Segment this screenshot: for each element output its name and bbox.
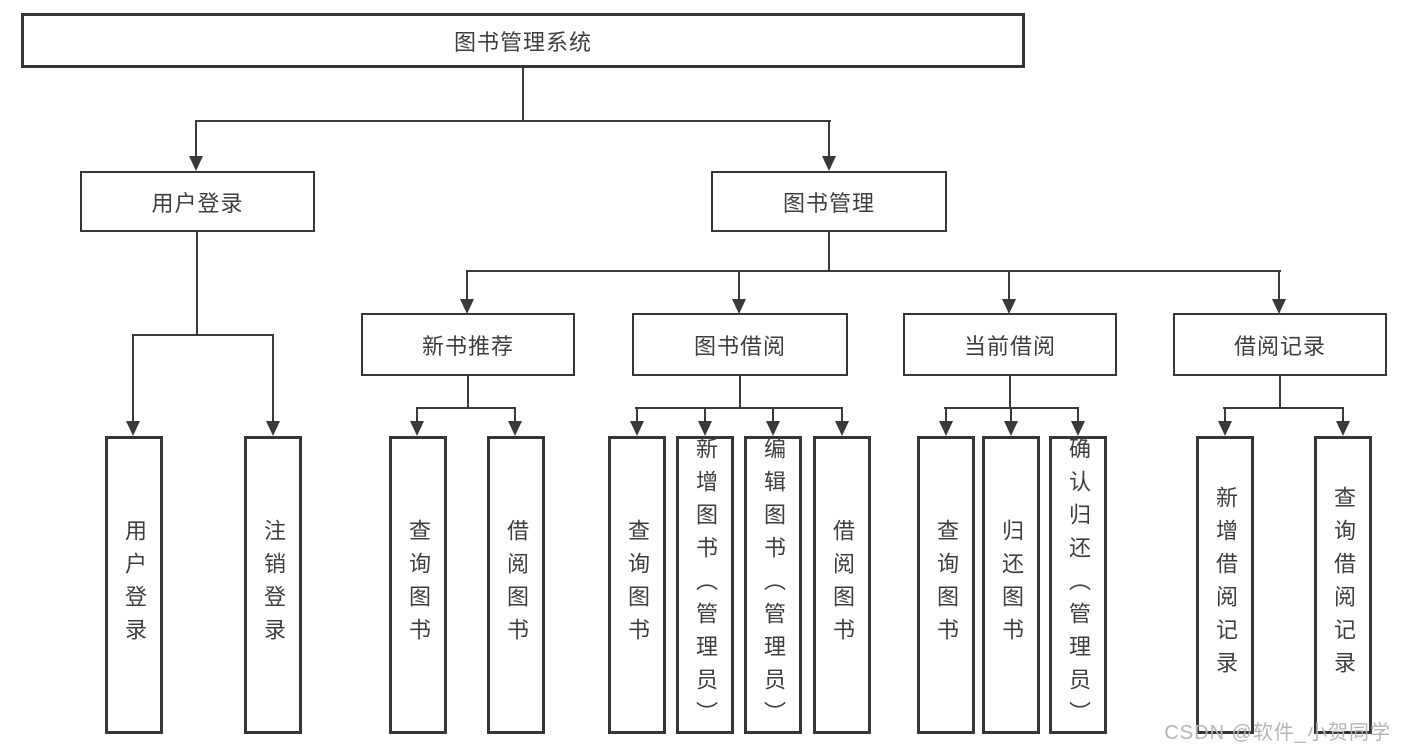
leaf-add-borrow-record: 新增借阅记录 — [1196, 436, 1254, 734]
connector-to-leaf — [1224, 407, 1226, 422]
arrow-down-icon — [1218, 421, 1232, 436]
arrow-down-icon — [835, 421, 849, 436]
arrow-down-icon — [822, 156, 836, 171]
connector-to-new-book-rec — [466, 270, 468, 300]
connector-root-stem — [522, 67, 524, 122]
connector-book-borrow-stem — [739, 376, 741, 409]
node-label: 新增图书（管理员） — [693, 436, 718, 734]
node-label: 新增借阅记录 — [1213, 486, 1238, 684]
connector-user-login-bus — [132, 334, 274, 336]
leaf-borrow-books: 借阅图书 — [813, 436, 871, 734]
arrow-down-icon — [630, 421, 644, 436]
connector-book-mgmt-bus — [466, 270, 1281, 272]
connector-to-leaf-logout — [272, 334, 274, 422]
node-label: 图书管理 — [782, 190, 875, 216]
arrow-down-icon — [1336, 421, 1350, 436]
connector-to-leaf — [636, 407, 638, 422]
csdn-watermark: CSDN @软件_小贺同学 — [1164, 722, 1391, 744]
node-label: 查询图书 — [625, 519, 650, 651]
arrow-down-icon — [1004, 421, 1018, 436]
node-label: 确认归还（管理员） — [1066, 436, 1091, 734]
node-label: 用户登录 — [151, 190, 244, 216]
connector-to-leaf-user-login — [132, 334, 134, 422]
leaf-query-borrow-record: 查询借阅记录 — [1314, 436, 1372, 734]
node-label: 查询图书 — [934, 519, 959, 651]
node-label: 用户登录 — [122, 519, 147, 651]
connector-new-book-rec-stem — [467, 376, 469, 409]
node-book-management: 图书管理 — [711, 171, 947, 232]
leaf-query-books: 查询图书 — [917, 436, 975, 734]
connector-user-login-stem — [196, 232, 198, 336]
connector-to-borrow-records — [1278, 270, 1280, 300]
arrow-down-icon — [508, 421, 522, 436]
leaf-return-books: 归还图书 — [982, 436, 1040, 734]
connector-to-leaf — [772, 407, 774, 422]
arrow-down-icon — [460, 299, 474, 314]
node-label: 注销登录 — [261, 519, 286, 651]
arrow-down-icon — [266, 421, 280, 436]
node-label: 借阅图书 — [504, 519, 529, 651]
connector-borrow-records-bus — [1223, 407, 1344, 409]
connector-to-book-borrow — [738, 270, 740, 300]
node-label: 借阅图书 — [830, 519, 855, 651]
node-label: 当前借阅 — [963, 333, 1056, 359]
leaf-borrow-books: 借阅图书 — [487, 436, 545, 734]
node-borrowing-records: 借阅记录 — [1173, 313, 1387, 376]
connector-root-to-user-login — [195, 120, 197, 158]
leaf-query-books: 查询图书 — [608, 436, 666, 734]
leaf-user-login: 用户登录 — [105, 436, 163, 734]
connector-book-mgmt-stem — [828, 232, 830, 272]
connector-to-leaf — [514, 407, 516, 422]
connector-to-leaf — [945, 407, 947, 422]
connector-root-bus — [195, 120, 831, 122]
connector-to-leaf — [1010, 407, 1012, 422]
node-label: 查询图书 — [406, 519, 431, 651]
arrow-down-icon — [698, 421, 712, 436]
arrow-down-icon — [766, 421, 780, 436]
connector-to-leaf — [416, 407, 418, 422]
arrow-down-icon — [732, 299, 746, 314]
connector-to-leaf — [1077, 407, 1079, 422]
node-current-borrowing: 当前借阅 — [903, 313, 1117, 376]
arrow-down-icon — [1272, 299, 1286, 314]
connector-book-borrow-bus — [635, 407, 843, 409]
leaf-logout: 注销登录 — [244, 436, 302, 734]
node-new-book-recommend: 新书推荐 — [361, 313, 575, 376]
node-label: 借阅记录 — [1233, 333, 1326, 359]
node-user-login: 用户登录 — [80, 171, 315, 232]
node-label: 归还图书 — [999, 519, 1024, 651]
connector-current-borrow-stem — [1009, 376, 1011, 409]
arrow-down-icon — [1071, 421, 1085, 436]
leaf-query-books: 查询图书 — [389, 436, 447, 734]
arrow-down-icon — [126, 421, 140, 436]
connector-to-current-borrow — [1008, 270, 1010, 300]
leaf-add-books-admin: 新增图书（管理员） — [676, 436, 734, 734]
arrow-down-icon — [410, 421, 424, 436]
node-label: 查询借阅记录 — [1331, 486, 1356, 684]
connector-to-leaf — [1342, 407, 1344, 422]
node-library-system: 图书管理系统 — [21, 13, 1025, 68]
arrow-down-icon — [189, 156, 203, 171]
arrow-down-icon — [1002, 299, 1016, 314]
connector-to-leaf — [841, 407, 843, 422]
node-label: 图书管理系统 — [453, 29, 592, 55]
connector-borrow-records-stem — [1279, 376, 1281, 409]
leaf-confirm-return-admin: 确认归还（管理员） — [1049, 436, 1107, 734]
connector-root-to-book-mgmt — [828, 120, 830, 158]
arrow-down-icon — [939, 421, 953, 436]
node-book-borrowing: 图书借阅 — [632, 313, 848, 376]
connector-to-leaf — [704, 407, 706, 422]
leaf-edit-books-admin: 编辑图书（管理员） — [744, 436, 802, 734]
connector-new-book-rec-bus — [416, 407, 516, 409]
node-label: 图书借阅 — [693, 333, 786, 359]
node-label: 新书推荐 — [421, 333, 514, 359]
node-label: 编辑图书（管理员） — [761, 436, 786, 734]
